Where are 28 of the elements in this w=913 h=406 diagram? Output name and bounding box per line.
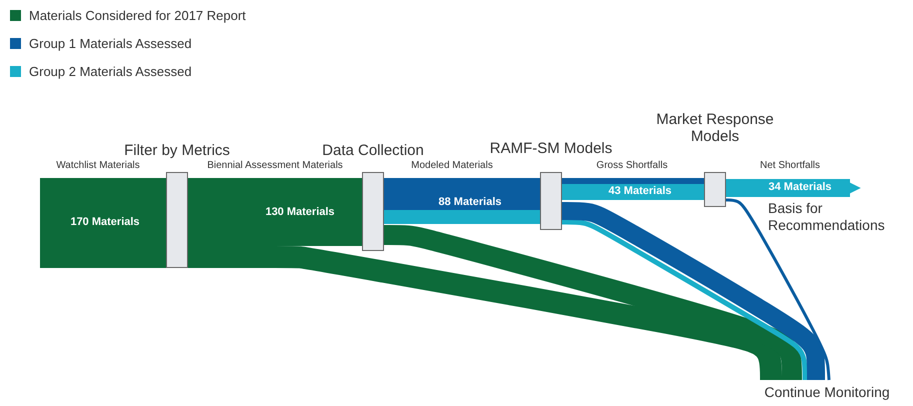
legend-label: Materials Considered for 2017 Report (29, 8, 246, 23)
stage-label: Modeled Materials (411, 160, 493, 171)
flow-band (40, 178, 166, 268)
step-heading: Data Collection (321, 142, 425, 159)
step-heading: RAMF-SM Models (488, 140, 614, 157)
stage-label: Watchlist Materials (56, 160, 140, 171)
flow-label: 43 Materials (608, 185, 672, 197)
outcome-label: Continue Monitoring (763, 383, 891, 402)
legend-label: Group 2 Materials Assessed (29, 64, 192, 79)
stage-label: Net Shortfalls (760, 160, 820, 171)
flow-label: 34 Materials (768, 181, 832, 193)
outcome-label: Basis for Recommendations (768, 199, 886, 234)
legend-label: Group 1 Materials Assessed (29, 36, 192, 51)
step-heading: Filter by Metrics (123, 142, 231, 159)
flow-label: 170 Materials (70, 216, 140, 228)
flow-band (562, 220, 808, 380)
flow-band (726, 198, 830, 380)
flow-band (562, 178, 704, 184)
stage-label: Biennial Assessment Materials (207, 160, 343, 171)
flow-band (384, 210, 540, 224)
flow-band (384, 178, 540, 210)
flow-label: 88 Materials (438, 196, 502, 208)
flow-band (562, 184, 704, 200)
stage-label: Gross Shortfalls (596, 160, 668, 171)
flow-band (188, 178, 362, 246)
flow-band (726, 179, 861, 197)
step-heading: Market Response Models (655, 110, 775, 145)
flow-label: 130 Materials (265, 206, 335, 218)
